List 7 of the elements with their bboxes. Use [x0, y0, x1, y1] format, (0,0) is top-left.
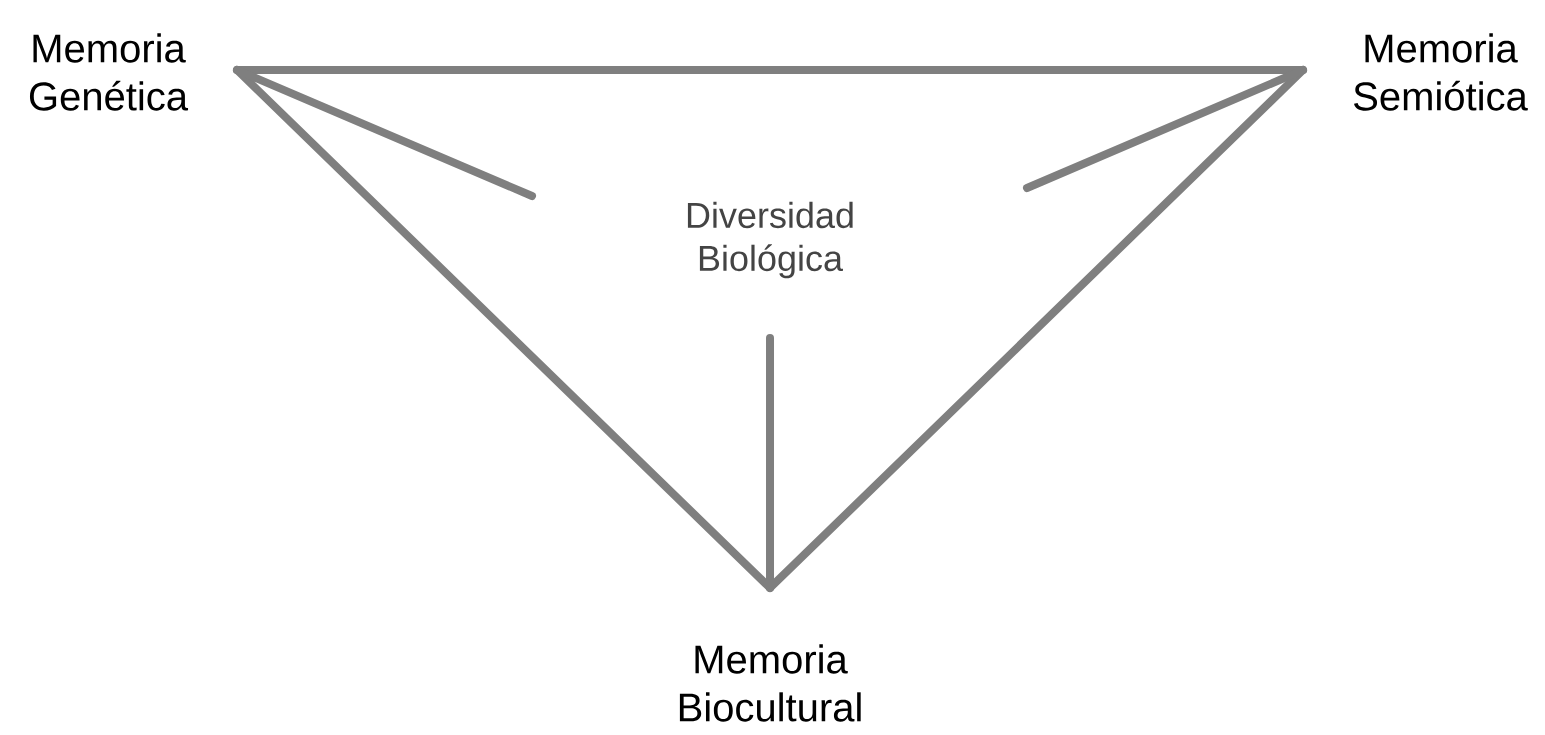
node-label: Memoria Semiótica — [1354, 33, 1528, 111]
node-label: Memoria Genética — [29, 33, 189, 111]
connector-line — [233, 66, 536, 200]
node-label: Diversidad Biológica — [687, 201, 853, 279]
node-label: Memoria Biocultural — [679, 644, 861, 722]
connector-line — [1023, 66, 1307, 192]
connector-line — [766, 334, 774, 592]
